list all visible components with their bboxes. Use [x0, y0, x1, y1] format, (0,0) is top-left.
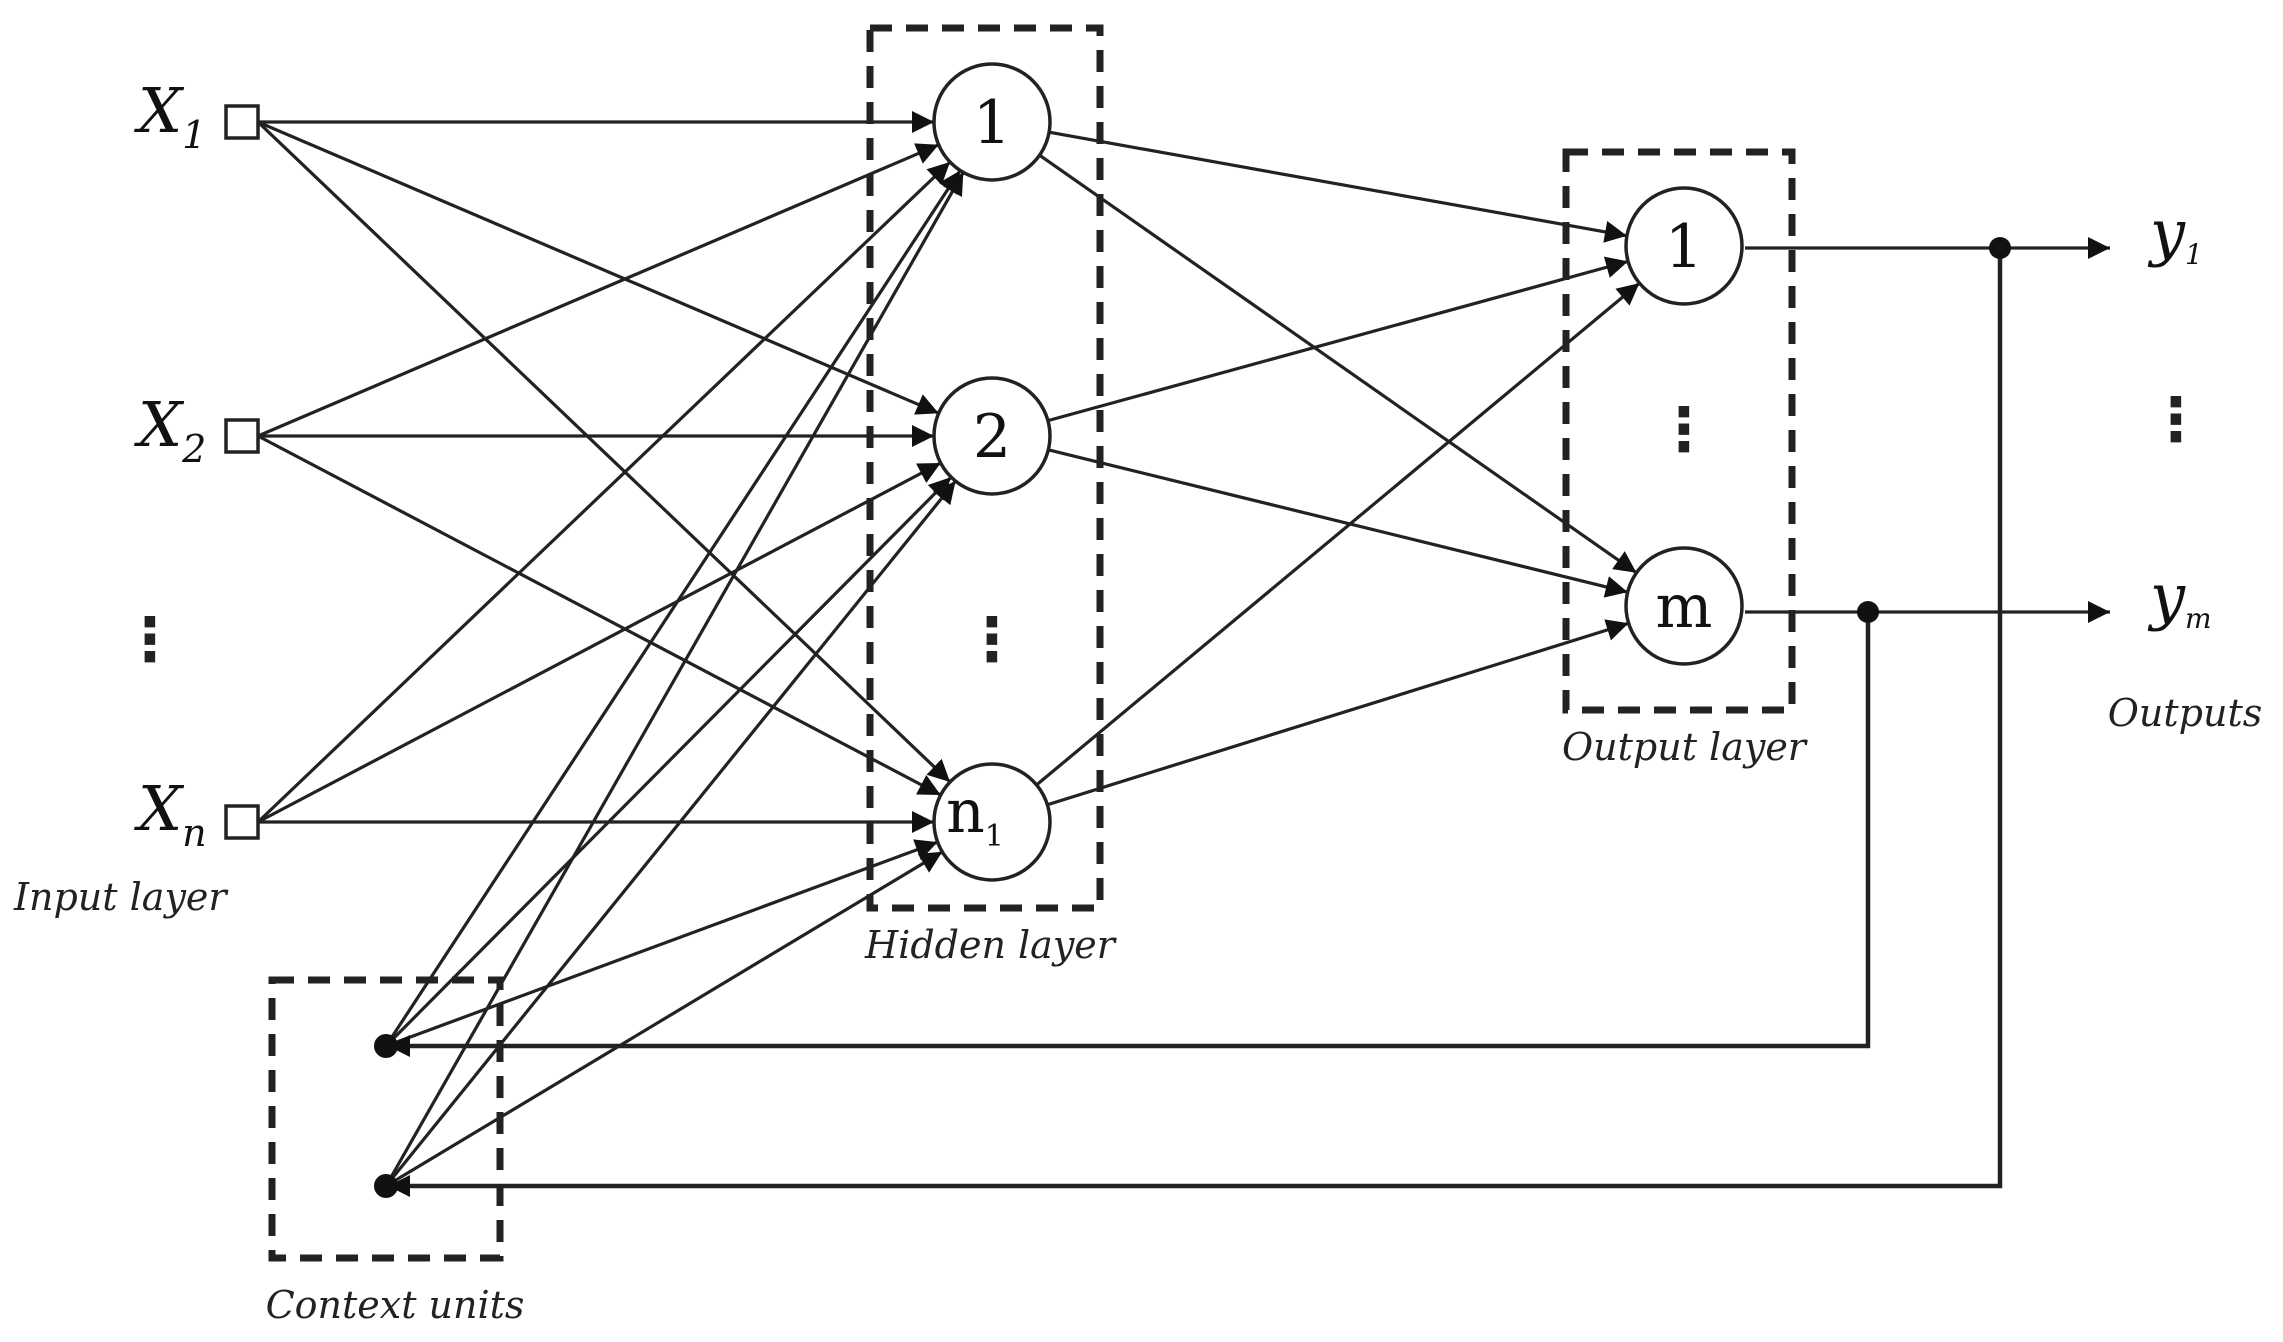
context-units-label: Context units: [266, 1283, 525, 1327]
context-unit-1: [374, 1034, 398, 1058]
hidden-ellipsis: ⋮: [962, 605, 1022, 675]
output-node-m: [1624, 546, 1744, 666]
output-label-ym: ym: [2147, 560, 2212, 635]
input-node-x2: [224, 418, 260, 454]
edge-x1-h2: [257, 120, 940, 415]
edge-xn-h2: [257, 461, 942, 824]
hidden-node-1: [932, 62, 1052, 182]
input-label-xn: Xn: [134, 772, 207, 855]
hidden-node-1-label: 1: [973, 88, 1011, 158]
input-label-x2: X2: [134, 388, 206, 471]
output-layer-box: [1562, 148, 1796, 714]
output-ellipsis: ⋮: [1654, 395, 1714, 465]
hidden-node-2-label: 2: [973, 402, 1011, 472]
edge-h2-om: [1047, 448, 1629, 598]
input-ellipsis: ⋮: [120, 605, 180, 675]
edge-c1-hn: [385, 839, 939, 1048]
input-node-xn: [224, 804, 260, 840]
edge-h1-om: [1038, 153, 1638, 575]
edge-x1-hn: [256, 120, 952, 784]
junction-dot-ym: [1857, 601, 1879, 623]
hidden-layer-box: [866, 24, 1104, 912]
edge-c2-h1: [384, 171, 965, 1187]
outputs-label: Outputs: [2108, 691, 2262, 735]
edge-c1-h1: [384, 169, 962, 1047]
edge-h2-o1: [1047, 256, 1629, 423]
edge-x2-hn: [257, 434, 942, 797]
input-label-x1: X1: [134, 74, 206, 157]
context-unit-2: [374, 1174, 398, 1198]
input-layer-label: Input layer: [13, 875, 229, 919]
edge-c2-h2: [384, 480, 957, 1188]
edge-x2-h1: [257, 143, 940, 438]
output-node-m-label: m: [1656, 572, 1713, 642]
outputs-ellipsis: ⋮: [2146, 385, 2206, 455]
connections: [256, 111, 1641, 1188]
hidden-node-2: [932, 376, 1052, 496]
output-node-1: [1624, 186, 1744, 306]
edge-hn-om: [1046, 619, 1630, 807]
feedback-line-ym: [388, 612, 1871, 1057]
feedback-lines: [388, 248, 2003, 1197]
edge-xn-h1: [256, 160, 952, 824]
hidden-node-n1-label: n1: [946, 777, 1004, 854]
input-node-x1: [224, 104, 260, 140]
hidden-layer-label: Hidden layer: [864, 923, 1118, 967]
edge-c1-h2: [384, 476, 953, 1048]
feedback-line-y1: [388, 248, 2003, 1197]
edge-hn-o1: [1035, 281, 1641, 787]
output-node-1-label: 1: [1665, 212, 1703, 282]
edge-h1-o1: [1048, 130, 1628, 243]
output-layer-label: Output layer: [1562, 725, 1809, 769]
edge-c2-hn: [385, 850, 944, 1188]
context-units-box: [268, 976, 504, 1262]
hidden-node-n1: [932, 762, 1052, 882]
output-label-y1: y1: [2147, 196, 2203, 271]
junction-dot-y1: [1989, 237, 2011, 259]
